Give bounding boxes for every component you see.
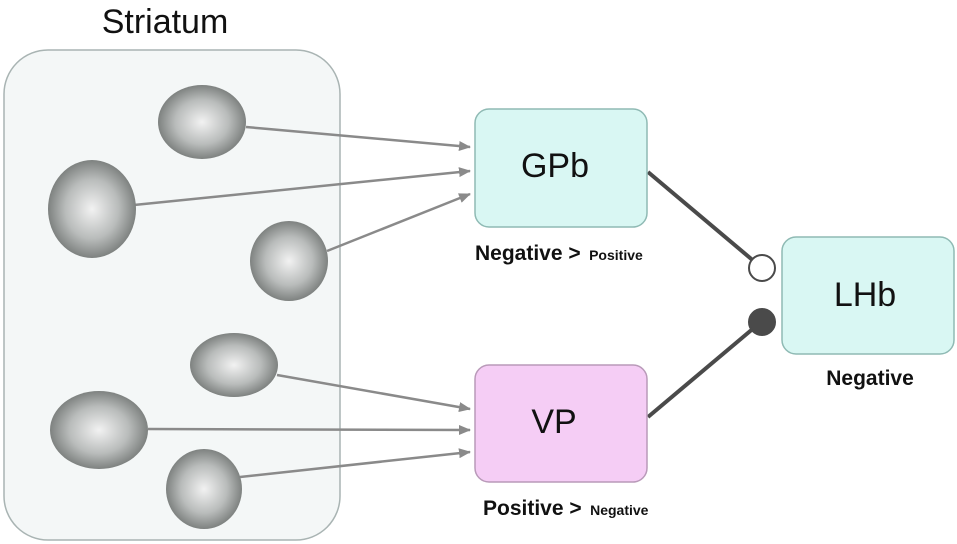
arrow-cell-5-to-vp [147, 424, 471, 435]
striatal-neuron-2 [48, 160, 136, 258]
arrow-cell-6-to-vp [239, 448, 471, 479]
striatal-neuron-1 [158, 85, 246, 159]
node-gpb: GPb [474, 108, 648, 228]
lhb-annotation: Negative [826, 367, 914, 390]
gpb-label: GPb [521, 147, 589, 185]
open-terminal [748, 254, 776, 282]
node-vp: VP [474, 364, 648, 483]
gpb-annotation: Negative > Positive [475, 242, 643, 265]
gpb-box [474, 108, 648, 228]
filled-terminal [748, 308, 776, 336]
arrow-cell-1-to-gpb [245, 125, 471, 152]
vp-annotation-strong: Positive > [483, 497, 582, 520]
arrow-cell-3-to-gpb [326, 192, 471, 253]
striatal-neuron-3 [250, 221, 328, 301]
lhb-box [781, 236, 955, 355]
arrow-cell-2-to-gpb [133, 167, 471, 207]
striatal-neuron-4 [190, 333, 278, 397]
lhb-label: LHb [834, 276, 896, 314]
striatal-neuron-6 [166, 449, 242, 529]
vp-label: VP [531, 403, 576, 441]
connection-vp-to-lhb [646, 325, 757, 419]
striatum-title: Striatum [102, 3, 229, 41]
gpb-annotation-strong: Negative > [475, 242, 581, 265]
connection-gpb-to-lhb [646, 170, 764, 270]
vp-annotation: Positive > Negative [483, 497, 649, 520]
arrow-cell-4-to-vp [276, 373, 471, 413]
vp-annotation-weak: Negative [590, 502, 649, 518]
striatal-neuron-5 [50, 391, 148, 469]
gpb-annotation-weak: Positive [589, 247, 643, 263]
vp-box [474, 364, 648, 483]
node-lhb: LHb [781, 236, 955, 355]
